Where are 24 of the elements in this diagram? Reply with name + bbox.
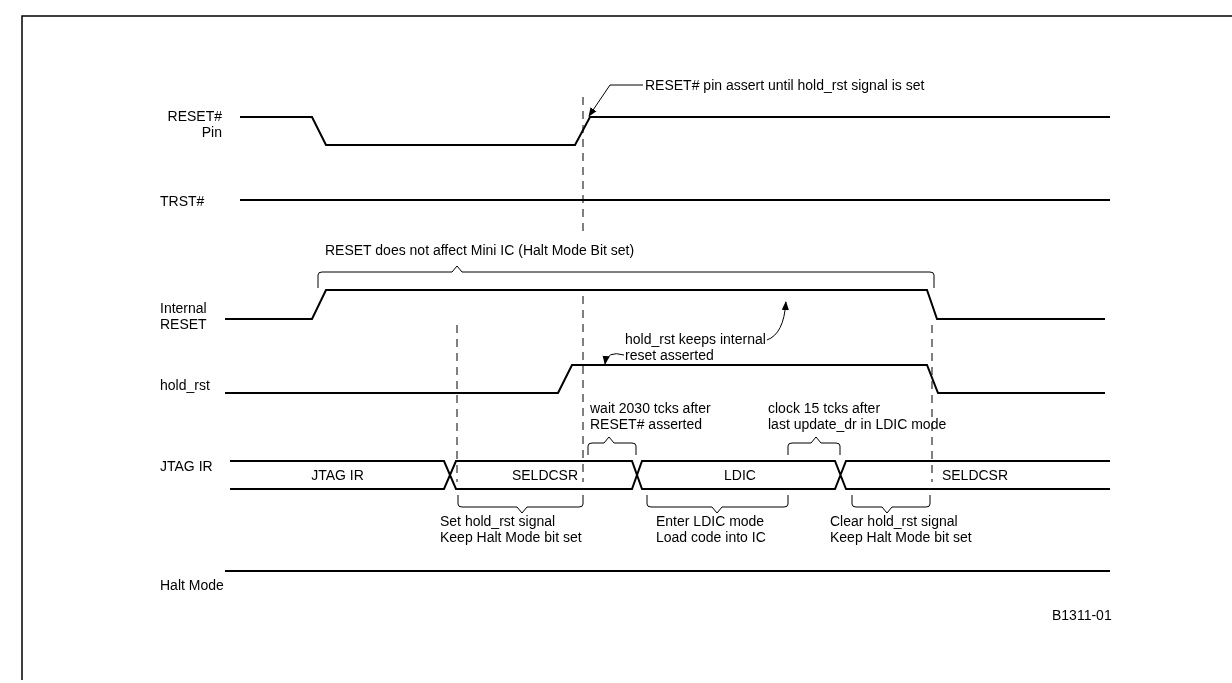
- bus-value: SELDCSR: [940, 467, 1010, 483]
- annotation: wait 2030 tcks after RESET# asserted: [590, 400, 711, 432]
- bracket-note: Set hold_rst signal Keep Halt Mode bit set: [440, 513, 582, 545]
- callout-text: hold_rst keeps internal reset asserted: [625, 331, 766, 363]
- signal-name: JTAG IR: [160, 458, 213, 474]
- signal-waveform: [239, 116, 1111, 146]
- figure-id: B1311-01: [1052, 607, 1112, 623]
- callout-text: RESET# pin assert until hold_rst signal is set: [645, 77, 925, 93]
- signal-name: Internal RESET: [160, 300, 207, 332]
- signal-name: RESET# Pin: [166, 108, 222, 140]
- annotation: RESET does not affect Mini IC (Halt Mode Bit set): [325, 242, 635, 258]
- signal-name: Halt Mode: [160, 577, 224, 593]
- signal-waveform: [224, 364, 1106, 394]
- signal-name: hold_rst: [160, 377, 210, 393]
- bus-value: LDIC: [723, 467, 757, 483]
- bracket-note: Enter LDIC mode Load code into IC: [656, 513, 766, 545]
- bus-value: SELDCSR: [510, 467, 580, 483]
- leader-line: [588, 84, 644, 117]
- signal-name: TRST#: [160, 193, 205, 209]
- leader-line: [766, 301, 789, 341]
- bus-value: JTAG IR: [310, 467, 365, 483]
- bracket-note: Clear hold_rst signal Keep Halt Mode bit set: [830, 513, 972, 545]
- signal-waveform: [224, 289, 1106, 320]
- leader-line: [603, 353, 625, 365]
